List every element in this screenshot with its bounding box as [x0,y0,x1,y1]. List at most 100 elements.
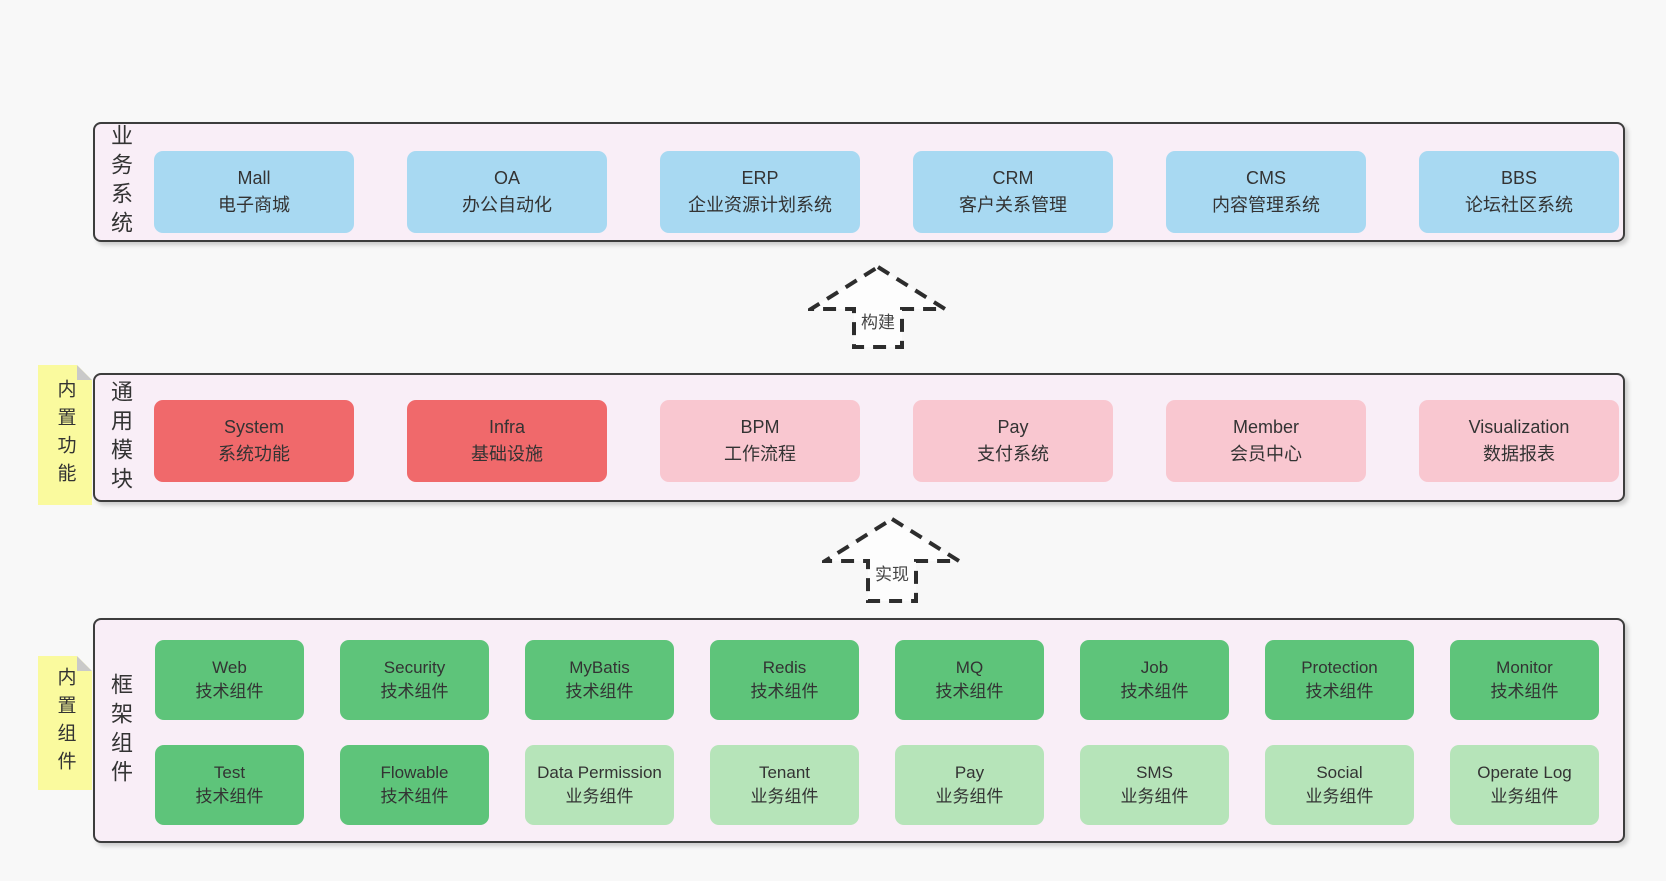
diagram-box-test: Test 技术组件 [155,745,304,825]
diagram-box-pay: Pay 业务组件 [895,745,1044,825]
box-title: Monitor [1496,658,1553,677]
sticky-note-built-in-features: 内置功能 [38,365,92,505]
box-subtitle: 业务组件 [1305,787,1374,806]
box-title: Visualization [1468,417,1570,437]
box-subtitle: 业务组件 [750,787,819,806]
box-title: Mall [237,168,271,188]
box-title: CMS [1246,168,1286,188]
dashed-up-arrow-implement: 实现 [818,516,966,609]
box-title: SMS [1136,763,1173,782]
box-title: MQ [955,658,984,677]
box-title: Operate Log [1477,763,1572,782]
box-subtitle: 技术组件 [935,682,1004,701]
layer-business-systems: 业务系统 Mall 电子商城 OA 办公自动化 ERP 企业资源计划系统 CRM 客户关系管理… [93,122,1625,242]
box-title: CRM [992,168,1034,188]
box-subtitle: 客户关系管理 [959,195,1067,215]
box-subtitle: 业务组件 [565,787,634,806]
box-title: Flowable [380,763,449,782]
box-title: Pay [954,763,985,782]
box-title: BBS [1500,168,1538,188]
diagram-box-bpm: BPM 工作流程 [660,400,860,482]
diagram-box-mybatis: MyBatis 技术组件 [525,640,674,720]
box-subtitle: 办公自动化 [462,195,552,215]
box-subtitle: 技术组件 [750,682,819,701]
box-title: Redis [762,658,807,677]
box-subtitle: 论坛社区系统 [1465,195,1573,215]
box-subtitle: 技术组件 [565,682,634,701]
box-subtitle: 业务组件 [1120,787,1189,806]
diagram-box-redis: Redis 技术组件 [710,640,859,720]
box-subtitle: 技术组件 [380,787,449,806]
diagram-box-data-permission: Data Permission 业务组件 [525,745,674,825]
diagram-box-cms: CMS 内容管理系统 [1166,151,1366,233]
diagram-box-sms: SMS 业务组件 [1080,745,1229,825]
box-title: BPM [740,417,780,437]
diagram-box-visualization: Visualization 数据报表 [1419,400,1619,482]
box-subtitle: 工作流程 [724,444,796,464]
diagram-box-protection: Protection 技术组件 [1265,640,1414,720]
sticky-note-label: 内置组件 [54,667,76,779]
diagram-box-mall: Mall 电子商城 [154,151,354,233]
folded-corner-icon [77,656,92,671]
box-subtitle: 技术组件 [1305,682,1374,701]
diagram-box-tenant: Tenant 业务组件 [710,745,859,825]
box-subtitle: 支付系统 [977,444,1049,464]
diagram-box-social: Social 业务组件 [1265,745,1414,825]
box-title: Test [213,763,246,782]
arrow-label-implement: 实现 [875,565,909,584]
box-subtitle: 业务组件 [935,787,1004,806]
layer-common-modules: 通用模块 System 系统功能 Infra 基础设施 BPM 工作流程 Pay 支付系统 Me… [93,373,1625,502]
box-title: Member [1232,417,1299,437]
layer-label-framework-components: 框架组件 [108,672,133,789]
box-title: Job [1140,658,1169,677]
diagram-box-oa: OA 办公自动化 [407,151,607,233]
box-title: Tenant [758,763,811,782]
diagram-box-member: Member 会员中心 [1166,400,1366,482]
diagram-box-flowable: Flowable 技术组件 [340,745,489,825]
dashed-up-arrow-build: 构建 [804,264,952,355]
diagram-box-monitor: Monitor 技术组件 [1450,640,1599,720]
box-subtitle: 业务组件 [1490,787,1559,806]
sticky-note-built-in-components: 内置组件 [38,656,92,790]
diagram-box-system: System 系统功能 [154,400,354,482]
box-title: Security [383,658,446,677]
box-title: Data Permission [537,763,662,782]
box-subtitle: 内容管理系统 [1212,195,1320,215]
diagram-box-mq: MQ 技术组件 [895,640,1044,720]
box-title: MyBatis [569,658,630,677]
box-title: System [223,417,284,437]
sticky-note-label: 内置功能 [54,379,76,491]
diagram-box-erp: ERP 企业资源计划系统 [660,151,860,233]
box-title: Pay [997,417,1029,437]
folded-corner-icon [77,365,92,380]
box-subtitle: 技术组件 [1490,682,1559,701]
arrow-label-build: 构建 [861,313,895,332]
box-subtitle: 基础设施 [471,444,543,464]
layer-label-business-systems: 业务系统 [108,124,133,240]
diagram-box-security: Security 技术组件 [340,640,489,720]
box-subtitle: 企业资源计划系统 [688,195,832,215]
diagram-box-bbs: BBS 论坛社区系统 [1419,151,1619,233]
layer-label-common-modules: 通用模块 [108,379,133,496]
box-subtitle: 电子商城 [218,195,290,215]
box-title: Infra [488,417,526,437]
box-subtitle: 技术组件 [195,787,264,806]
box-title: ERP [741,168,779,188]
diagram-box-operate-log: Operate Log 业务组件 [1450,745,1599,825]
box-subtitle: 会员中心 [1230,444,1302,464]
box-subtitle: 技术组件 [195,682,264,701]
diagram-box-web: Web 技术组件 [155,640,304,720]
box-title: Web [212,658,247,677]
box-title: Protection [1301,658,1378,677]
diagram-box-crm: CRM 客户关系管理 [913,151,1113,233]
box-subtitle: 数据报表 [1483,444,1555,464]
box-title: Social [1316,763,1363,782]
box-subtitle: 系统功能 [218,444,290,464]
diagram-box-job: Job 技术组件 [1080,640,1229,720]
box-subtitle: 技术组件 [380,682,449,701]
box-title: OA [493,168,520,188]
box-subtitle: 技术组件 [1120,682,1189,701]
diagram-box-pay: Pay 支付系统 [913,400,1113,482]
